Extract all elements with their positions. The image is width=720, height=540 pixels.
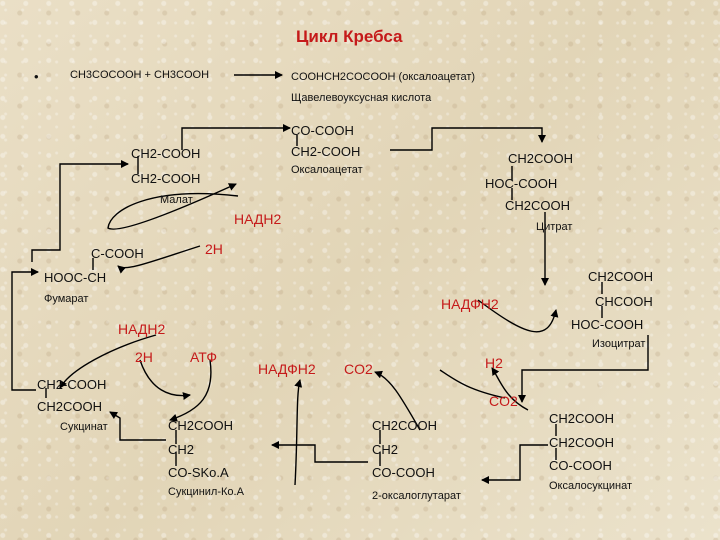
succinate-name: Сукцинат (60, 421, 108, 433)
isocitrate-line3: HOC-COOH (571, 317, 644, 332)
co2-right-curve (439, 369, 506, 399)
oxaloacetate-to-citrate-arrow (390, 127, 546, 151)
h2-right-label: H2 (485, 355, 503, 371)
malate-line2: CH2-COOH (131, 171, 201, 186)
akg-line2: CH2 (372, 442, 399, 457)
reaction-note: Щавелевоуксусная кислота (291, 92, 432, 104)
citrate-name: Цитрат (536, 221, 573, 233)
succinylcoa-line2: CH2 (168, 442, 195, 457)
nadph2-bottom-label: НАДФН2 (258, 361, 316, 377)
citrate-line2: HOC-COOH (485, 176, 558, 191)
nadph2-akg-curve (294, 379, 303, 486)
nadh2-succinate-curve (59, 334, 157, 389)
succinylcoa-to-succinate-arrow (109, 411, 166, 441)
oxalosuccinate-name: Оксалосукцинат (549, 480, 633, 492)
co2-mid-label: CO2 (344, 361, 373, 377)
oxalosuccinate-line1: CH2COOH (549, 411, 615, 426)
succinate-to-fumarate-arrow (11, 268, 39, 391)
malate-line1: CH2-COOH (131, 146, 201, 161)
oxalosuccinate-line2: CH2COOH (549, 435, 615, 450)
2h-left-label: 2Н (135, 349, 153, 365)
2h-curve (139, 359, 191, 400)
2h-top-label: 2Н (205, 241, 223, 257)
co2-right-label: CO2 (489, 393, 518, 409)
fumarate-line1: C-COOH (91, 246, 144, 261)
akg-name: 2-оксалоглутарат (372, 490, 461, 502)
co2-curve (374, 370, 421, 431)
succinate-line2: CH2COOH (37, 399, 103, 414)
isocitrate-line1: CH2COOH (588, 269, 654, 284)
left-to-malate-arrow (59, 160, 129, 228)
succinylcoa-line1: CH2COOH (168, 418, 234, 433)
bullet: • (34, 69, 39, 84)
malate-name: Малат (160, 194, 193, 206)
h2-curve (491, 367, 529, 411)
citrate-line3: CH2COOH (505, 198, 571, 213)
fumarate-to-malate-line (31, 228, 61, 262)
oxaloacetate-line2: CH2-COOH (291, 144, 361, 159)
oxaloacetate-name: Оксалоацетат (291, 164, 363, 176)
succinylcoa-line3: CO-SKo.A (168, 465, 229, 480)
reaction-right: COOHCH2COCOOH (оксалоацетат) (291, 71, 476, 83)
nadh2-malate-curve (107, 183, 239, 230)
fumarate-line2: HOOC-CH (44, 270, 107, 285)
nadh2-top-label: НАДН2 (234, 211, 282, 227)
malate-to-oxaloacetate-arrow (181, 124, 291, 150)
citrate-line1: CH2COOH (508, 151, 574, 166)
isocitrate-line2: CHCOOH (595, 294, 653, 309)
nadph2-isocitrate-curve (477, 299, 559, 333)
succinate-line1: CH2-COOH (37, 377, 107, 392)
2h-fumarate-curve (117, 245, 201, 274)
reaction-left: CH3COCOOH + CH3COOH (70, 69, 210, 81)
nadph2-mid-label: НАДФН2 (441, 296, 499, 312)
nadh2-left-label: НАДН2 (118, 321, 166, 337)
akg-line3: CO-COOH (372, 465, 435, 480)
fumarate-name: Фумарат (44, 293, 89, 305)
diagram-title: Цикл Кребса (296, 27, 403, 46)
oxalosuccinate-to-akg-arrow (481, 444, 548, 484)
atp-curve (169, 359, 212, 422)
isocitrate-name: Изоцитрат (592, 338, 646, 350)
succinylcoa-name: Сукцинил-Ко.А (168, 486, 244, 498)
akg-line1: CH2COOH (372, 418, 438, 433)
oxaloacetate-line1: CO-COOH (291, 123, 354, 138)
atp-label: АТФ (190, 349, 217, 365)
akg-to-succinylcoa-arrow (271, 441, 368, 463)
oxalosuccinate-line3: CO-COOH (549, 458, 612, 473)
isocitrate-to-oxalosuccinate-arrow (518, 335, 649, 403)
